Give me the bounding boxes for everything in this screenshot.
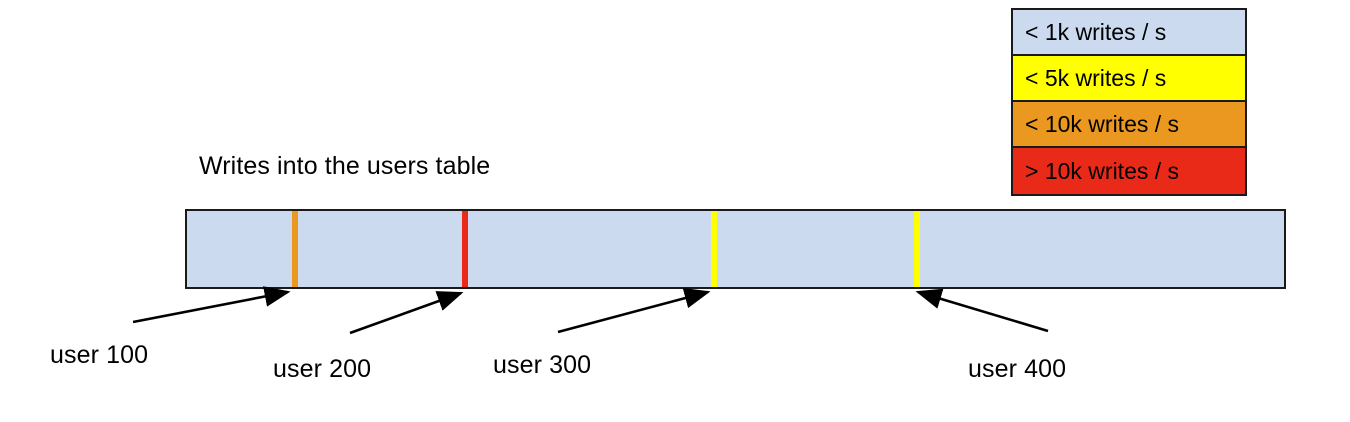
legend-row-lt-5k: < 5k writes / s [1013,56,1245,102]
page-title: Writes into the users table [199,152,491,180]
row-marker-user-300 [711,211,717,287]
legend-row-gt-10k: > 10k writes / s [1013,148,1245,194]
arrow-user-400 [915,288,1049,333]
callout-label-user-400: user 400 [968,355,1067,383]
callout-label-user-300: user 300 [493,351,592,379]
legend-row-lt-1k: < 1k writes / s [1013,10,1245,56]
arrow-user-100 [132,286,291,324]
callout-label-user-200: user 200 [273,355,372,383]
row-marker-user-100 [292,211,298,287]
legend-label: < 10k writes / s [1025,110,1180,137]
legend-label: < 1k writes / s [1025,18,1167,45]
arrow-user-300 [557,287,711,334]
legend-label: > 10k writes / s [1025,157,1180,184]
callout-label-user-100: user 100 [50,341,149,369]
legend-label: < 5k writes / s [1025,64,1167,91]
row-marker-user-400 [914,211,920,287]
legend: < 1k writes / s < 5k writes / s < 10k wr… [1011,8,1247,196]
row-marker-user-200 [462,211,468,287]
users-table-bar [185,209,1286,289]
legend-row-lt-10k: < 10k writes / s [1013,102,1245,148]
arrow-user-200 [349,291,464,335]
